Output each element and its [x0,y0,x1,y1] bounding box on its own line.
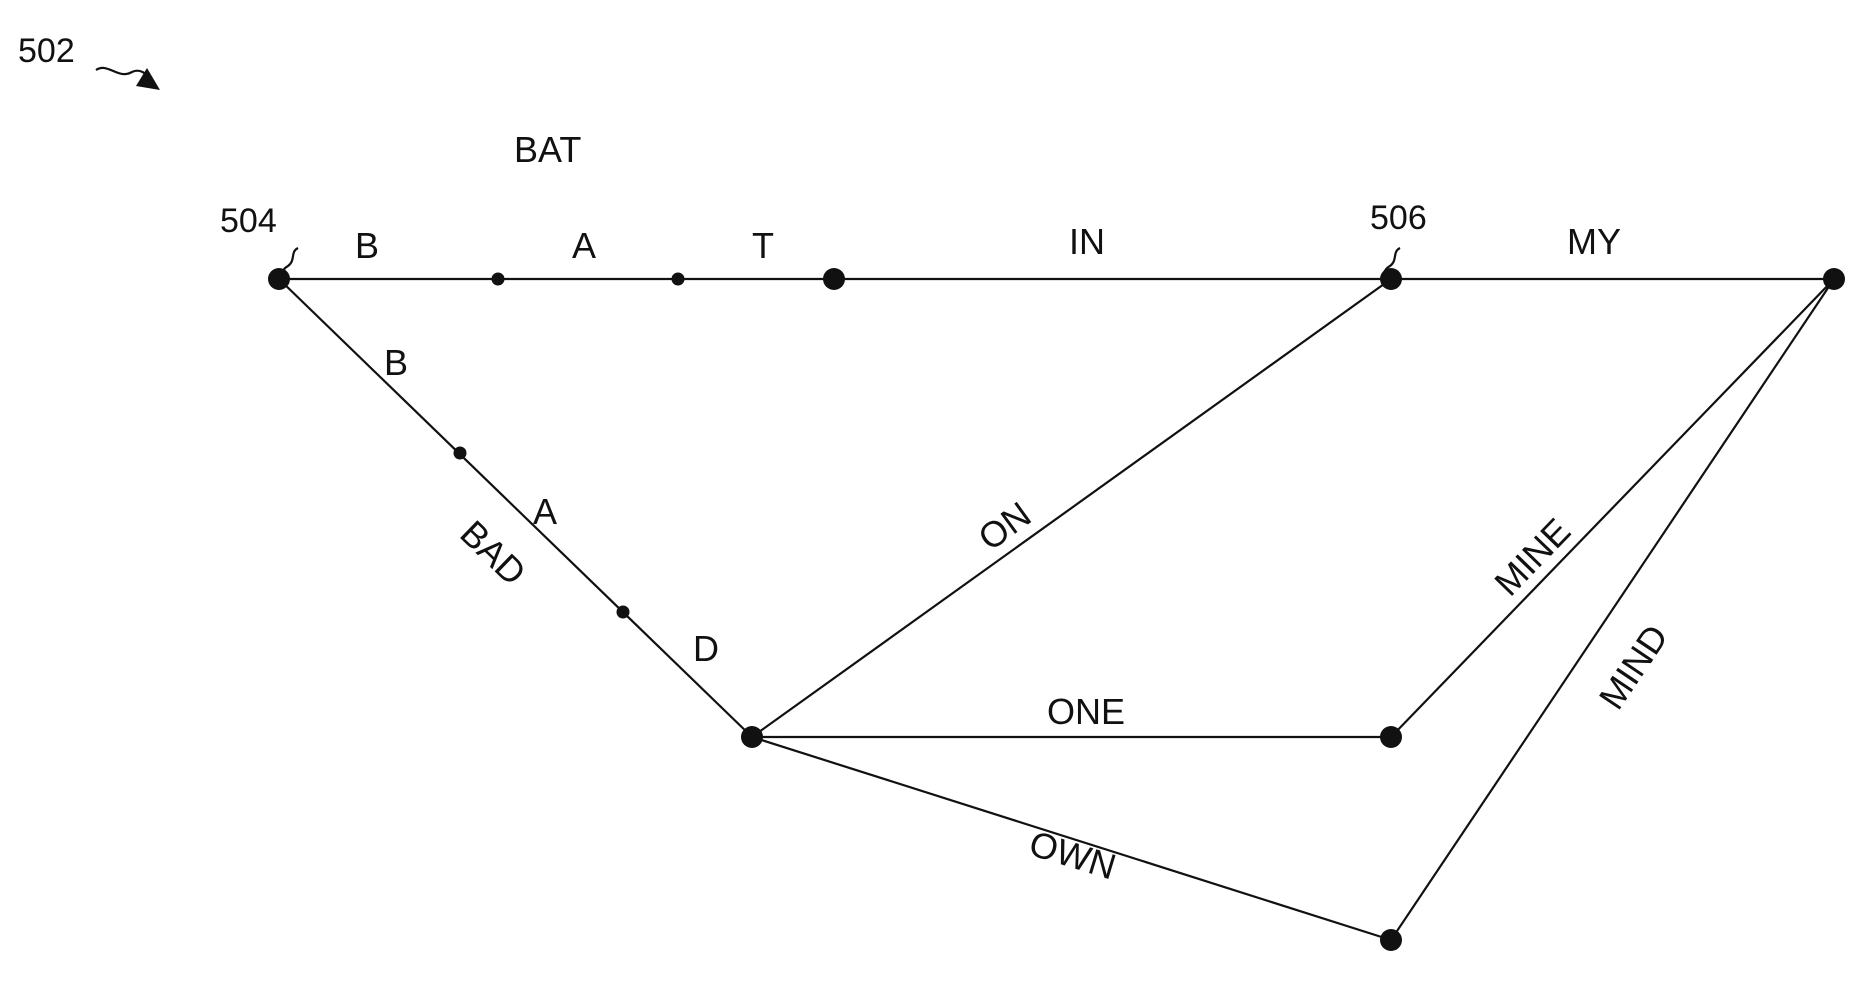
edge-label-one: ONE [1047,691,1125,732]
edge-label-top-b: B [355,225,379,266]
edge-label-top-a: A [572,225,596,266]
edge-label-on: ON [971,494,1039,559]
node-start-504 [268,268,290,290]
edge-label-my: MY [1567,221,1621,262]
node-after-own [1380,929,1402,951]
edge-label-mind: MIND [1591,617,1676,716]
node-ref-506-label: 506 [1370,199,1427,237]
node-ref-504-label: 504 [220,202,277,240]
node-506 [1380,268,1402,290]
edge-diagonal-start-to-d [279,279,752,737]
figure-ref-label: 502 [18,32,75,70]
edge-on [752,279,1391,737]
edge-label-diag-a: A [533,491,557,532]
edge-mind [1391,279,1834,940]
edge-label-bad: BAD [452,512,534,593]
node-diag-after-a [617,606,630,619]
node-after-d [741,726,763,748]
node-top-after-a [672,273,685,286]
node-top-after-b [492,273,505,286]
node-after-one [1380,726,1402,748]
node-diag-after-b [454,447,467,460]
edge-label-top-t: T [752,225,774,266]
edge-label-own: OWN [1025,822,1121,887]
node-after-t [823,268,845,290]
edge-label-diag-b: B [384,342,408,383]
path-label-bat: BAT [514,129,581,170]
edge-label-in: IN [1069,221,1105,262]
edge-label-diag-d: D [693,628,719,669]
node-end [1823,268,1845,290]
